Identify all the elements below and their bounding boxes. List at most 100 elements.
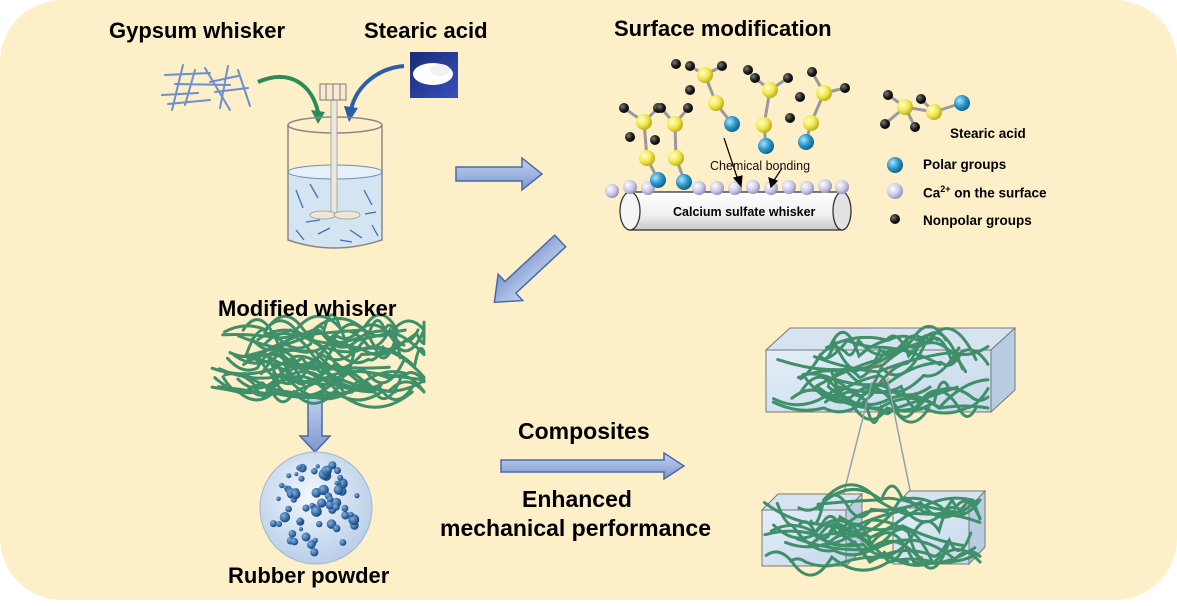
rubber-powder-label: Rubber powder [228,563,390,588]
rubber-particle-dot [301,532,311,542]
arrow-to-composites [500,451,686,481]
carbon-atoms [636,67,832,166]
chemical-bonding-label: Chemical bonding [710,159,811,173]
nonpolar-group-atoms [619,59,850,145]
rubber-particle-dot [296,517,304,525]
composite-fiber [799,375,931,425]
green-curved-arrow [257,75,320,113]
whisker-fiber [259,323,426,376]
rubber-particle-dot [290,488,301,500]
bridging-fiber [769,514,966,548]
surface-modification-label: Surface modification [614,16,832,41]
calcium-sulfate-whisker-label: Calcium sulfate whisker [673,205,816,219]
legend-calcium-icon [887,183,903,199]
blue-curved-arrow [349,64,405,111]
composite-fiber [814,331,964,388]
legend-stearic-acid-icon [880,90,970,132]
rubber-particle-dot [354,493,360,499]
bridging-fiber [820,518,924,560]
rubber-particle-dot [310,548,319,557]
legend-stearic-acid-label: Stearic acid [950,126,1026,141]
whisker-fiber [263,328,426,357]
rubber-particle-dot [311,467,318,475]
bridging-fiber [812,530,982,567]
polar-group-atoms [650,116,814,190]
rubber-particle-dot [288,530,297,538]
bridging-fiber [797,484,966,515]
rubber-particle-dot [307,540,316,549]
gypsum-whisker-label: Gypsum whisker [109,18,286,43]
rubber-particle-dot [302,504,310,512]
surface-modification-schematic [605,59,852,231]
mechanical-performance-label: mechanical performance [440,515,712,541]
chemical-bonding-pointers [723,137,783,189]
legend-nonpolar-groups-icon [890,214,900,224]
rubber-particle-dot [325,466,332,474]
gypsum-whisker-sketch [161,64,251,111]
stearic-acid-powder-image [410,52,458,98]
whisker-fiber [221,375,383,405]
whisker-fiber [236,354,426,394]
whisker-fiber [271,313,398,360]
rubber-particle-dot [294,472,299,477]
rubber-particle-dot [285,505,292,513]
rubber-particle-dot [298,527,304,532]
whisker-fiber [255,351,414,409]
whisker-fiber [223,314,357,349]
rubber-particle-dot [311,506,322,517]
zoom-line-right [887,381,913,501]
whisker-fiber [246,357,397,394]
composite-fiber [815,336,924,361]
whisker-fiber [243,370,426,397]
rubber-particle-dot [279,512,291,523]
rubber-particle-dot [287,492,294,498]
rubber-particle-dot [309,502,315,508]
beaker [287,83,383,249]
legend-nonpolar-groups-label: Nonpolar groups [923,213,1032,228]
composite-fiber [772,346,961,407]
bridging-fibers [762,483,982,577]
rubber-particle-dot [348,511,354,518]
rubber-particle-dot [276,521,283,527]
rubber-particle-dot [286,473,292,479]
rubber-particle-dot [341,511,350,520]
bridging-fiber [797,496,948,543]
rubber-particle-dot [317,498,327,508]
bridging-fiber [775,501,934,562]
rubber-particle-dot [327,496,334,503]
rubber-particle-dot [333,485,344,495]
bridging-fiber [826,496,975,539]
zoom-line-left [841,381,873,501]
rubber-particle-dot [316,520,323,528]
rubber-particle-dot [333,524,341,533]
legend-calcium-label: Ca2+ on the surface [923,184,1047,201]
rubber-particle-dot [283,485,288,490]
modified-whisker-label: Modified whisker [218,296,397,321]
composite-fiber [799,337,901,381]
composite-fiber [825,334,968,374]
composite-fiber [812,345,990,374]
rubber-particle-dot [318,484,329,496]
legend-polar-groups-label: Polar groups [923,157,1007,172]
calcium-surface-atoms [605,179,849,198]
bridging-fiber [817,493,982,519]
rubber-particle-dot [279,482,285,489]
composite-block-top [764,324,1017,425]
arrow-to-surface-modification [455,156,544,192]
rubber-particle-dot [334,480,339,486]
rubber-particle-dot [290,537,299,546]
stearic-acid-label: Stearic acid [364,18,488,43]
whisker-fiber [262,317,426,353]
composites-label: Composites [518,418,650,444]
rubber-particle-dot [339,539,347,546]
rubber-particle-dot [298,475,305,482]
arrow-to-modified-whisker [493,234,567,304]
blue-arrow-head [344,106,358,122]
rubber-powder-dots [269,461,360,557]
rubber-particle-dot [332,503,340,511]
rubber-particle-dot [341,504,349,512]
modified-whisker-tangle [210,313,426,409]
enhanced-label: Enhanced [522,486,632,512]
